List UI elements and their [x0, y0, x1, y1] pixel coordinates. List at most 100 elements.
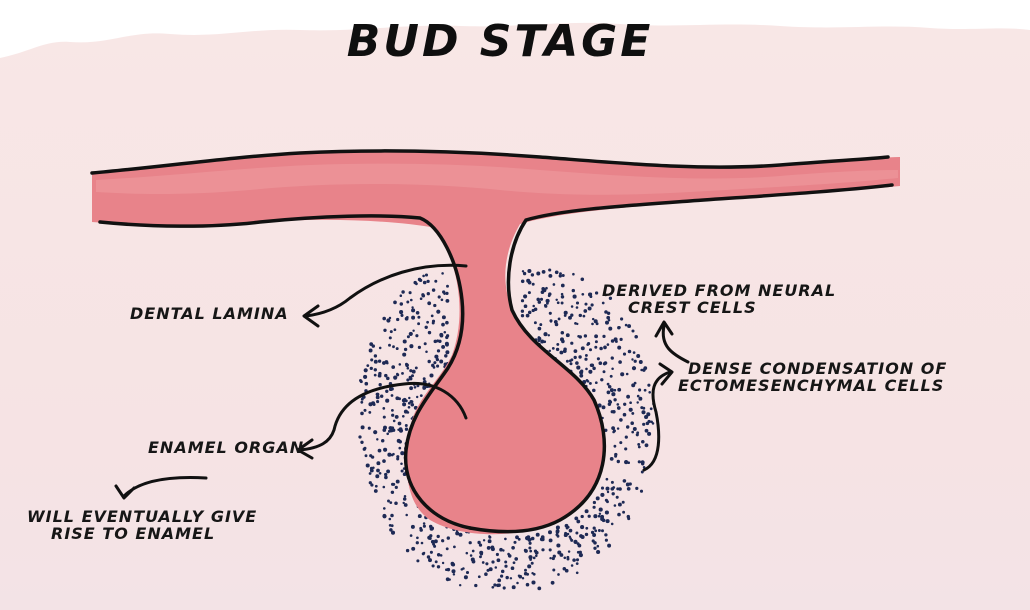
cell-dot — [532, 572, 536, 576]
cell-dot — [610, 410, 614, 414]
cell-dot — [590, 530, 595, 535]
cell-dot — [505, 575, 509, 580]
cell-dot — [444, 354, 448, 358]
cell-dot — [605, 519, 610, 524]
cell-dot — [497, 578, 502, 583]
cell-dot — [616, 403, 620, 406]
cell-dot — [586, 380, 590, 383]
cell-dot — [570, 341, 574, 345]
cell-dot — [548, 349, 552, 353]
cell-dot — [527, 291, 531, 295]
cell-dot — [566, 557, 570, 561]
cell-dot — [569, 362, 573, 366]
cell-dot — [580, 525, 585, 530]
cell-dot — [360, 440, 364, 444]
cell-dot — [561, 273, 565, 278]
cell-dot — [622, 510, 626, 514]
cell-dot — [429, 526, 434, 531]
cell-dot — [385, 398, 390, 403]
cell-dot — [370, 455, 375, 459]
cell-dot — [554, 270, 559, 275]
cell-dot — [490, 545, 495, 550]
cell-dot — [426, 279, 430, 284]
cell-dot — [575, 306, 579, 309]
cell-dot — [387, 452, 392, 457]
cell-dot — [429, 550, 433, 554]
cell-dot — [606, 343, 610, 346]
cell-dot — [546, 302, 549, 305]
cell-dot — [419, 528, 423, 532]
cell-dot — [601, 529, 604, 533]
cell-dot — [572, 272, 575, 276]
cell-dot — [560, 292, 564, 296]
cell-dot — [522, 271, 527, 276]
cell-dot — [607, 402, 612, 406]
cell-dot — [560, 295, 565, 299]
neural-crest-line1: DERIVED FROM NEURAL — [602, 281, 837, 300]
cell-dot — [359, 380, 363, 384]
cell-dot — [606, 311, 611, 315]
cell-dot — [614, 340, 618, 343]
cell-dot — [403, 503, 408, 507]
cell-dot — [604, 533, 608, 537]
cell-dot — [391, 365, 396, 369]
cell-dot — [584, 357, 588, 361]
cell-dot — [644, 414, 649, 420]
cell-dot — [491, 560, 495, 564]
cell-dot — [410, 403, 415, 407]
enamel-organ-label: ENAMEL ORGAN — [148, 438, 305, 457]
cell-dot — [395, 479, 400, 484]
cell-dot — [604, 538, 608, 542]
cell-dot — [551, 556, 555, 561]
cell-dot — [382, 316, 387, 321]
cell-dot — [388, 517, 392, 521]
cell-dot — [479, 555, 482, 559]
cell-dot — [539, 297, 544, 301]
cell-dot — [387, 499, 390, 503]
condensation-arrow — [642, 362, 674, 472]
cell-dot — [624, 435, 628, 439]
cell-dot — [607, 543, 612, 548]
cell-dot — [523, 571, 528, 576]
cell-dot — [463, 575, 468, 580]
enamel-note-arrow — [114, 476, 208, 500]
cell-dot — [631, 358, 634, 361]
cell-dot — [419, 297, 423, 301]
cell-dot — [609, 457, 614, 461]
cell-dot — [403, 494, 407, 498]
cell-dot — [398, 397, 401, 401]
cell-dot — [543, 340, 547, 344]
cell-dot — [445, 299, 450, 303]
cell-dot — [376, 438, 379, 441]
cell-dot — [573, 539, 578, 544]
cell-dot — [370, 358, 374, 362]
cell-dot — [499, 547, 503, 552]
cell-dot — [360, 411, 364, 416]
cell-dot — [533, 321, 537, 325]
cell-dot — [605, 486, 610, 491]
cell-dot — [595, 496, 600, 501]
cell-dot — [487, 539, 492, 544]
condensation-line2: ECTOMESENCHYMAL CELLS — [678, 376, 945, 395]
cell-dot — [586, 343, 590, 346]
cell-dot — [627, 324, 632, 329]
cell-dot — [575, 301, 580, 305]
cell-dot — [568, 528, 573, 533]
cell-dot — [598, 512, 602, 516]
cell-dot — [426, 292, 430, 296]
cell-dot — [555, 298, 558, 302]
cell-dot — [583, 334, 588, 338]
cell-dot — [536, 271, 541, 276]
cell-dot — [512, 561, 516, 565]
cell-dot — [647, 431, 652, 436]
cell-dot — [363, 368, 368, 373]
enamel-note: WILL EVENTUALLY GIVE RISE TO ENAMEL — [27, 508, 257, 542]
cell-dot — [491, 585, 495, 589]
cell-dot — [462, 567, 465, 570]
lamina-right-outline — [468, 183, 894, 534]
cell-dot — [390, 513, 394, 518]
cell-dot — [587, 306, 592, 311]
cell-dot — [605, 477, 609, 481]
cell-dot — [612, 430, 615, 434]
cell-dot — [392, 345, 395, 349]
